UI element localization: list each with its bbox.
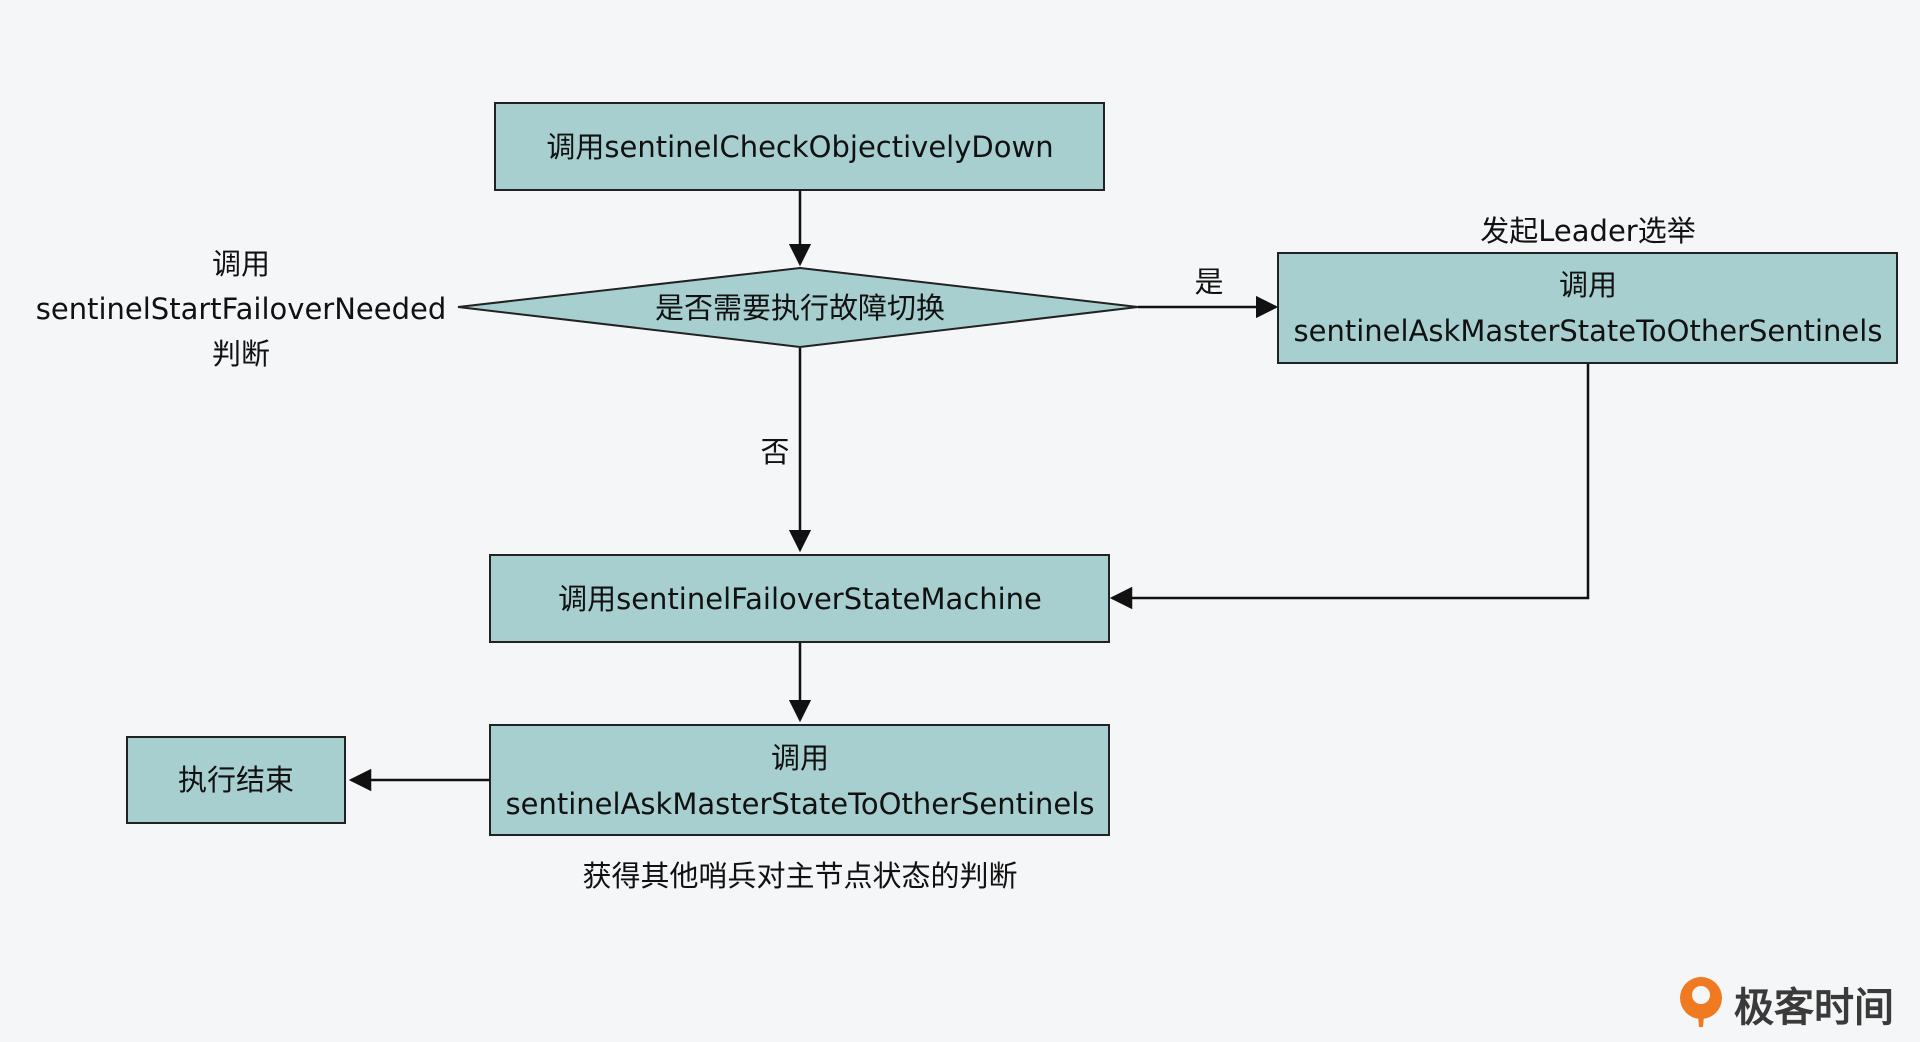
node-end: 执行结束: [126, 736, 346, 824]
decision-note-line2: sentinelStartFailoverNeeded: [36, 292, 447, 326]
bottom-caption: 获得其他哨兵对主节点状态的判断: [582, 859, 1017, 893]
geektime-logo: 极客时间: [1680, 977, 1894, 1031]
edge-label-no: 否: [760, 435, 789, 469]
edge-label-yes: 是: [1194, 265, 1223, 299]
edge-ask-right-to-failover: [1109, 363, 1590, 610]
node-ask-master-state-right: 调用 sentinelAskMasterStateToOtherSentinel…: [1277, 252, 1898, 364]
node-ask-master-state-bottom-line2: sentinelAskMasterStateToOtherSentinels: [506, 787, 1095, 821]
node-failover-decision-label: 是否需要执行故障切换: [655, 291, 945, 325]
geektime-logo-icon: [1680, 977, 1722, 1027]
decision-note-line1: 调用: [212, 247, 270, 281]
node-ask-master-state-bottom-line1: 调用: [771, 741, 829, 775]
node-ask-master-state-bottom: 调用 sentinelAskMasterStateToOtherSentinel…: [489, 724, 1110, 836]
node-check-objectively-down: 调用sentinelCheckObjectivelyDown: [494, 102, 1105, 191]
node-ask-master-state-right-line2: sentinelAskMasterStateToOtherSentinels: [1294, 314, 1883, 348]
node-failover-decision: 是否需要执行故障切换: [457, 266, 1139, 349]
node-failover-state-machine: 调用sentinelFailoverStateMachine: [489, 554, 1110, 643]
geektime-logo-text: 极客时间: [1734, 985, 1894, 1031]
node-check-objectively-down-label: 调用sentinelCheckObjectivelyDown: [546, 130, 1053, 164]
node-end-label: 执行结束: [178, 763, 294, 797]
decision-note-line3: 判断: [212, 337, 270, 371]
leader-election-label: 发起Leader选举: [1480, 214, 1695, 248]
node-failover-state-machine-label: 调用sentinelFailoverStateMachine: [558, 582, 1042, 616]
node-ask-master-state-right-line1: 调用: [1559, 268, 1617, 302]
